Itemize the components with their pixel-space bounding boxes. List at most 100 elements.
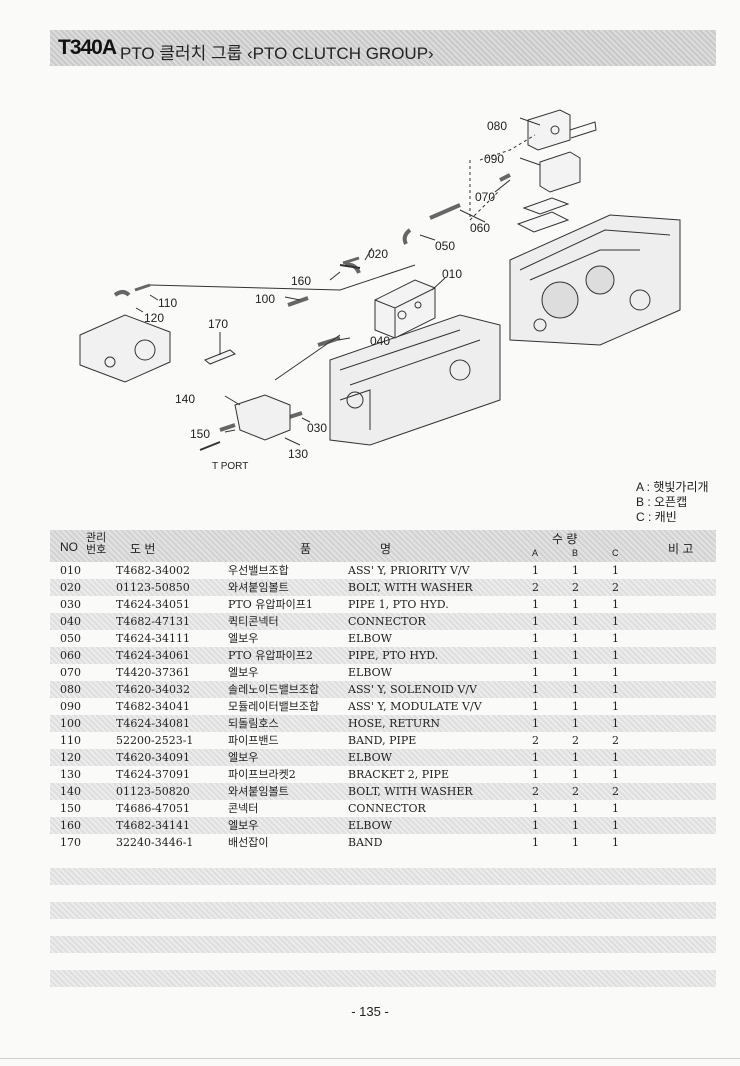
blank-row xyxy=(50,902,716,919)
row-name-korean: 엘보우 xyxy=(228,632,259,645)
row-no: 030 xyxy=(60,598,81,611)
row-qty-c: 1 xyxy=(612,836,619,849)
header-mgmt: 관리 번호 xyxy=(86,532,107,556)
row-name-korean: 파이프브라켓2 xyxy=(228,768,296,781)
row-qty-a: 1 xyxy=(532,717,539,730)
callout-140: 140 xyxy=(175,392,195,406)
row-part-number: 32240-3446-1 xyxy=(116,836,194,849)
row-qty-c: 1 xyxy=(612,564,619,577)
header-remarks: 비 고 xyxy=(668,542,694,556)
legend: A : 햇빛가리개 B : 오픈캡 C : 캐빈 xyxy=(636,480,709,525)
row-part-number: T4624-34061 xyxy=(116,649,191,662)
row-qty-c: 2 xyxy=(612,734,619,747)
header-name-right: 명 xyxy=(380,542,392,556)
page-number: - 135 - xyxy=(351,1004,389,1019)
row-qty-a: 1 xyxy=(532,802,539,815)
callout-070: 070 xyxy=(475,190,495,204)
header-qty: 수 량 xyxy=(552,532,578,546)
row-name-english: ELBOW xyxy=(348,632,392,645)
row-qty-b: 1 xyxy=(572,768,579,781)
callout-050: 050 xyxy=(435,239,455,253)
row-name-korean: 와셔붙임볼트 xyxy=(228,581,289,594)
row-qty-c: 2 xyxy=(612,581,619,594)
row-no: 080 xyxy=(60,683,81,696)
row-name-english: BAND, PIPE xyxy=(348,734,417,747)
row-qty-a: 1 xyxy=(532,751,539,764)
row-name-korean: PTO 유압파이프1 xyxy=(228,598,313,611)
callout-170: 170 xyxy=(208,317,228,331)
row-name-english: ELBOW xyxy=(348,666,392,679)
row-name-english: ELBOW xyxy=(348,819,392,832)
row-no: 110 xyxy=(60,734,81,747)
row-name-english: PIPE 1, PTO HYD. xyxy=(348,598,449,611)
row-qty-a: 1 xyxy=(532,768,539,781)
row-name-korean: 콘넥터 xyxy=(228,802,259,815)
legend-item: A : 햇빛가리개 xyxy=(636,480,709,494)
row-qty-a: 1 xyxy=(532,836,539,849)
row-qty-b: 1 xyxy=(572,802,579,815)
row-name-english: BOLT, WITH WASHER xyxy=(348,581,473,594)
row-name-english: ASS' Y, PRIORITY V/V xyxy=(348,564,470,577)
port-label: T PORT xyxy=(212,461,248,472)
legend-item: B : 오픈캡 xyxy=(636,495,688,509)
callout-110: 110 xyxy=(158,296,177,310)
row-name-english: HOSE, RETURN xyxy=(348,717,440,730)
header-c: C xyxy=(612,548,619,558)
header-a: A xyxy=(532,548,539,558)
row-part-number: T4682-34041 xyxy=(116,700,191,713)
row-qty-a: 2 xyxy=(532,785,539,798)
blank-row xyxy=(50,868,716,885)
row-qty-b: 1 xyxy=(572,700,579,713)
row-qty-c: 1 xyxy=(612,717,619,730)
blank-row xyxy=(50,936,716,953)
row-no: 170 xyxy=(60,836,81,849)
row-qty-b: 1 xyxy=(572,683,579,696)
row-part-number: T4682-47131 xyxy=(116,615,191,628)
row-no: 100 xyxy=(60,717,81,730)
row-qty-a: 1 xyxy=(532,632,539,645)
row-name-korean: 퀵티콘넥터 xyxy=(228,615,279,628)
row-no: 010 xyxy=(60,564,81,577)
row-qty-a: 1 xyxy=(532,598,539,611)
row-qty-c: 1 xyxy=(612,700,619,713)
row-no: 050 xyxy=(60,632,81,645)
row-name-korean: 와셔붙임볼트 xyxy=(228,785,289,798)
row-qty-c: 1 xyxy=(612,683,619,696)
row-name-korean: 엘보우 xyxy=(228,751,259,764)
table-header: NO 관리 번호 도 번 품 명 수 량 A B C 비 고 xyxy=(50,530,716,562)
model-code: T340A xyxy=(58,36,117,59)
row-part-number: T4620-34032 xyxy=(116,683,191,696)
row-name-english: ASS' Y, MODULATE V/V xyxy=(348,700,482,713)
row-name-english: PIPE, PTO HYD. xyxy=(348,649,439,662)
row-no: 040 xyxy=(60,615,81,628)
callout-150: 150 xyxy=(190,427,210,441)
callout-040: 040 xyxy=(370,334,390,348)
row-qty-b: 1 xyxy=(572,717,579,730)
row-qty-b: 1 xyxy=(572,649,579,662)
row-name-korean: 모듈레이터밸브조합 xyxy=(228,700,320,713)
row-name-english: BAND xyxy=(348,836,383,849)
row-no: 020 xyxy=(60,581,81,594)
table-body: 010 T4682-34002 우선밸브조합 ASS' Y, PRIORITY V/V… xyxy=(50,562,716,851)
exploded-parts-diagram: 080 090 070 060 050 020 010 160 100 110 … xyxy=(79,109,681,472)
row-qty-b: 1 xyxy=(572,819,579,832)
row-part-number: T4682-34002 xyxy=(116,564,191,577)
row-qty-a: 1 xyxy=(532,615,539,628)
row-qty-a: 2 xyxy=(532,581,539,594)
row-qty-c: 1 xyxy=(612,751,619,764)
row-part-number: 01123-50850 xyxy=(116,581,190,594)
callout-010: 010 xyxy=(442,267,462,281)
header-b: B xyxy=(572,548,579,558)
row-no: 140 xyxy=(60,785,81,798)
header-drawing: 도 번 xyxy=(130,542,156,556)
row-part-number: T4624-37091 xyxy=(116,768,191,781)
row-qty-c: 1 xyxy=(612,666,619,679)
row-name-korean: 우선밸브조합 xyxy=(228,564,289,577)
row-qty-c: 1 xyxy=(612,632,619,645)
row-qty-b: 1 xyxy=(572,836,579,849)
